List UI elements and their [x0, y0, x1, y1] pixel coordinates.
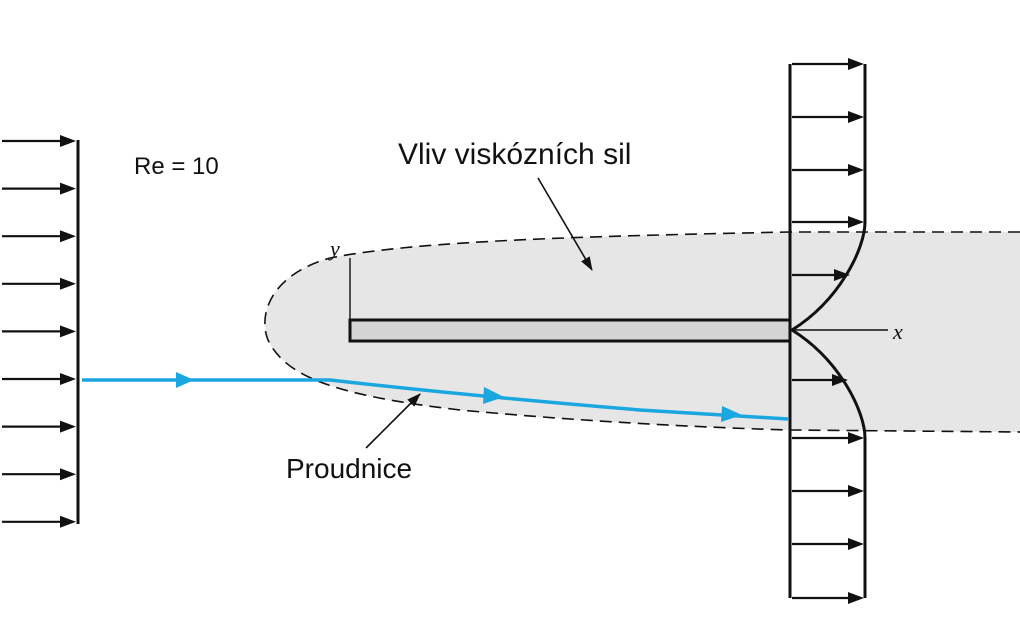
downstream-arrow-bl-head: [832, 374, 848, 386]
flat-plate: [348, 318, 792, 343]
upstream-arrow-head: [60, 373, 76, 385]
upstream-arrow-head: [60, 277, 76, 290]
downstream-arrow-head: [848, 485, 864, 497]
downstream-arrow-head: [848, 164, 864, 176]
streamline-arrow-2: [483, 387, 504, 404]
x-axis-label: x: [892, 319, 903, 344]
y-axis-label: y: [328, 236, 340, 261]
downstream-arrow-head: [848, 432, 864, 444]
upstream-arrow-head: [60, 325, 76, 338]
downstream-arrow-head: [848, 538, 864, 550]
upstream-arrow-head: [60, 515, 76, 528]
downstream-arrow-head: [848, 58, 864, 70]
upstream-arrow-head: [60, 135, 76, 147]
viscous-region-label: Vliv viskózních sil: [398, 138, 631, 171]
upstream-arrow-head: [60, 420, 76, 433]
downstream-arrow-head: [848, 216, 864, 228]
downstream-velocity-arrows: [792, 58, 864, 604]
reynolds-number-label: Re = 10: [134, 153, 219, 180]
downstream-arrow-head: [848, 111, 864, 123]
viscous-region-boundary: [264, 231, 1020, 433]
streamline-arrow-3: [721, 406, 742, 422]
upstream-arrow-head: [60, 182, 76, 195]
downstream-arrow-head: [848, 592, 864, 604]
upstream-velocity-profile: [2, 135, 80, 528]
downstream-arrow-bl-head: [834, 269, 850, 281]
upstream-velocity-arrows: [2, 135, 76, 528]
streamline-arrow-1: [176, 372, 194, 388]
upstream-arrow-head: [60, 468, 76, 481]
viscous-region-leader: [537, 177, 593, 271]
streamline-leader: [365, 393, 421, 449]
upstream-arrow-head: [60, 230, 76, 243]
streamline-label: Proudnice: [286, 453, 412, 484]
